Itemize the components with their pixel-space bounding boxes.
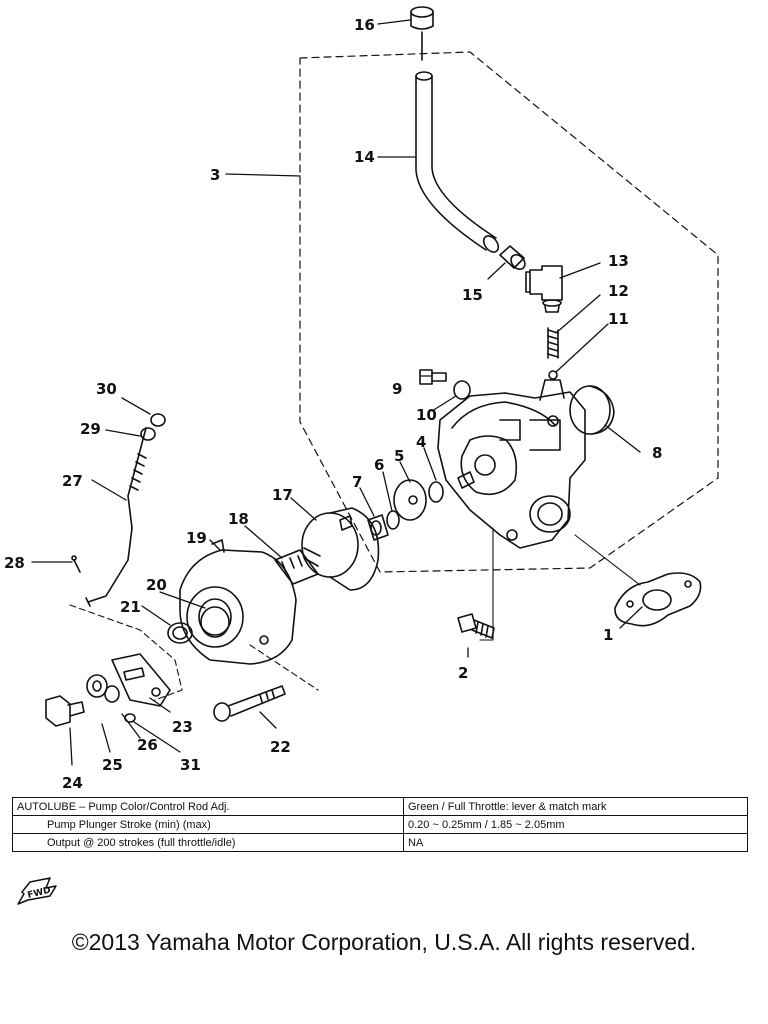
callout-2: 2 bbox=[458, 664, 468, 682]
callout-1: 1 bbox=[603, 626, 613, 644]
callout-leaders bbox=[31, 19, 643, 766]
part-9-screw bbox=[419, 369, 447, 385]
part-19-housing bbox=[179, 539, 297, 665]
part-2-bolt bbox=[457, 613, 495, 639]
spec-row: Pump Plunger Stroke (min) (max)0.20 ~ 0.… bbox=[12, 815, 748, 834]
callout-22: 22 bbox=[270, 738, 291, 756]
callout-12: 12 bbox=[608, 282, 629, 300]
forward-arrow-icon: FWD bbox=[17, 877, 57, 905]
part-24-bolt bbox=[45, 695, 85, 727]
part-20-seal bbox=[200, 606, 230, 638]
spec-label: Output @ 200 strokes (full throttle/idle… bbox=[12, 833, 404, 852]
part-4-shim bbox=[428, 481, 444, 503]
spec-value: NA bbox=[403, 833, 748, 852]
bolt-2-axis-line bbox=[479, 527, 494, 641]
callout-labels: 1 2 3 4 5 6 7 8 9 10 11 12 13 14 15 16 1… bbox=[4, 16, 662, 790]
callout-6: 6 bbox=[374, 456, 384, 474]
part-17-cam bbox=[301, 507, 380, 591]
spec-label: Pump Plunger Stroke (min) (max) bbox=[12, 815, 404, 834]
callout-19: 19 bbox=[186, 529, 207, 547]
callout-3: 3 bbox=[210, 166, 220, 184]
callout-11: 11 bbox=[608, 310, 629, 328]
callout-15: 15 bbox=[462, 286, 483, 304]
callout-26: 26 bbox=[137, 736, 158, 754]
part-13-union-bolt bbox=[525, 265, 563, 313]
callout-10: 10 bbox=[416, 406, 437, 424]
callout-18: 18 bbox=[228, 510, 249, 528]
callout-14: 14 bbox=[354, 148, 375, 166]
part-23-lever-plate bbox=[111, 653, 171, 707]
pump-body bbox=[437, 379, 586, 549]
assembly-boundary-dashed bbox=[299, 51, 719, 573]
spec-value: 0.20 ~ 0.25mm / 1.85 ~ 2.05mm bbox=[403, 815, 748, 834]
autolube-spec-table: AUTOLUBE – Pump Color/Control Rod Adj.Gr… bbox=[12, 797, 748, 852]
callout-24: 24 bbox=[62, 774, 83, 790]
callout-27: 27 bbox=[62, 472, 83, 490]
bolt-axis-dashed bbox=[249, 644, 319, 691]
callout-23: 23 bbox=[172, 718, 193, 736]
copyright-notice: ©2013 Yamaha Motor Corporation, U.S.A. A… bbox=[71, 929, 697, 955]
part-22-long-bolt bbox=[213, 685, 286, 722]
part-6-washer bbox=[386, 510, 400, 530]
callout-9: 9 bbox=[392, 380, 402, 398]
callout-4: 4 bbox=[416, 433, 426, 451]
part-1-gasket bbox=[614, 572, 702, 627]
part-26-washer bbox=[104, 685, 120, 703]
part-11-check-ball bbox=[548, 370, 558, 380]
callout-30: 30 bbox=[96, 380, 117, 398]
callout-13: 13 bbox=[608, 252, 629, 270]
part-29-nut bbox=[140, 427, 156, 441]
callout-21: 21 bbox=[120, 598, 141, 616]
part-25-lock-washer bbox=[86, 674, 108, 698]
callout-20: 20 bbox=[146, 576, 167, 594]
part-16-cap bbox=[410, 6, 434, 61]
callout-5: 5 bbox=[394, 447, 404, 465]
part-21-spring-clip bbox=[167, 622, 193, 644]
gasket-axis-line bbox=[574, 534, 641, 586]
spec-label: AUTOLUBE – Pump Color/Control Rod Adj. bbox=[12, 797, 404, 816]
part-12-spring bbox=[547, 327, 559, 359]
spec-row: Output @ 200 strokes (full throttle/idle… bbox=[12, 833, 748, 852]
part-5-plate bbox=[393, 479, 427, 521]
part-8-cover bbox=[569, 385, 615, 435]
part-18-gear bbox=[274, 549, 319, 585]
callout-17: 17 bbox=[272, 486, 293, 504]
callout-8: 8 bbox=[652, 444, 662, 462]
exploded-parts-diagram: 1 2 3 4 5 6 7 8 9 10 11 12 13 14 15 16 1… bbox=[4, 6, 719, 790]
linkage-boundary-dashed bbox=[69, 604, 183, 701]
part-15-sleeve bbox=[499, 245, 526, 271]
callout-16: 16 bbox=[354, 16, 375, 34]
part-27-control-rod bbox=[85, 427, 147, 607]
part-28-pin bbox=[71, 555, 81, 573]
spec-row: AUTOLUBE – Pump Color/Control Rod Adj.Gr… bbox=[12, 797, 748, 816]
part-30-nut bbox=[150, 413, 166, 427]
spec-table-body: AUTOLUBE – Pump Color/Control Rod Adj.Gr… bbox=[12, 797, 748, 852]
callout-31: 31 bbox=[180, 756, 201, 774]
callout-29: 29 bbox=[80, 420, 101, 438]
part-7-collar bbox=[367, 514, 389, 541]
callout-7: 7 bbox=[352, 473, 362, 491]
callout-25: 25 bbox=[102, 756, 123, 774]
part-10-washer bbox=[453, 380, 471, 400]
callout-28: 28 bbox=[4, 554, 25, 572]
spec-value: Green / Full Throttle: lever & match mar… bbox=[403, 797, 748, 816]
part-14-delivery-pipe bbox=[415, 71, 500, 253]
